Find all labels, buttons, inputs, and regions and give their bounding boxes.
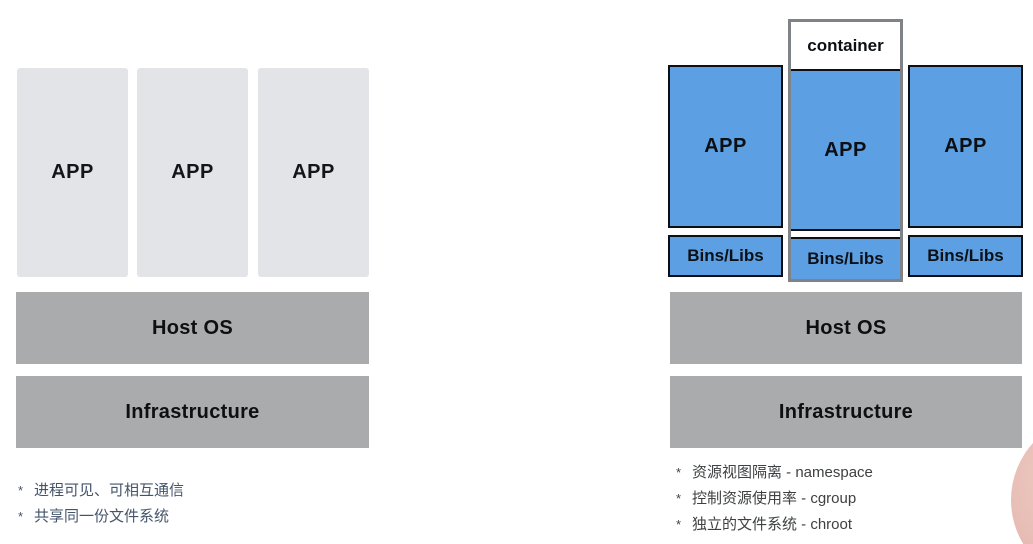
right-app-box-3: APP: [908, 65, 1023, 228]
note-item: * 独立的文件系统 - chroot: [676, 516, 1006, 533]
right-bins-libs-box-3: Bins/Libs: [908, 235, 1023, 277]
container-boundary-box: container APP Bins/Libs: [788, 19, 903, 282]
note-item: * 共享同一份文件系统: [18, 508, 358, 525]
note-text: 资源视图隔离 - namespace: [692, 464, 873, 481]
note-text: 控制资源使用率 - cgroup: [692, 490, 857, 507]
right-app-box-1: APP: [668, 65, 783, 228]
note-item: * 资源视图隔离 - namespace: [676, 464, 1006, 481]
left-notes-list: * 进程可见、可相互通信 * 共享同一份文件系统: [18, 482, 358, 534]
left-app-box-3: APP: [258, 68, 369, 277]
right-infrastructure-bar: Infrastructure: [670, 376, 1022, 448]
container-label: container: [791, 22, 900, 71]
left-host-os-bar: Host OS: [16, 292, 369, 364]
left-app-box-1: APP: [17, 68, 128, 277]
bullet-asterisk: *: [676, 491, 682, 506]
note-item: * 控制资源使用率 - cgroup: [676, 490, 1006, 507]
right-host-os-bar: Host OS: [670, 292, 1022, 364]
left-app-box-2: APP: [137, 68, 248, 277]
right-app-box-2: APP: [791, 71, 900, 231]
container-gap: [791, 231, 900, 237]
right-bins-libs-box-2: Bins/Libs: [791, 237, 900, 279]
right-notes-list: * 资源视图隔离 - namespace * 控制资源使用率 - cgroup …: [676, 464, 1006, 542]
note-text: 进程可见、可相互通信: [34, 482, 185, 499]
note-text: 共享同一份文件系统: [34, 508, 170, 525]
left-infrastructure-bar: Infrastructure: [16, 376, 369, 448]
bullet-asterisk: *: [676, 465, 682, 480]
bullet-asterisk: *: [18, 483, 24, 498]
note-text: 独立的文件系统 - chroot: [692, 516, 853, 533]
bullet-asterisk: *: [18, 509, 24, 524]
right-bins-libs-box-1: Bins/Libs: [668, 235, 783, 277]
bullet-asterisk: *: [676, 517, 682, 532]
note-item: * 进程可见、可相互通信: [18, 482, 358, 499]
